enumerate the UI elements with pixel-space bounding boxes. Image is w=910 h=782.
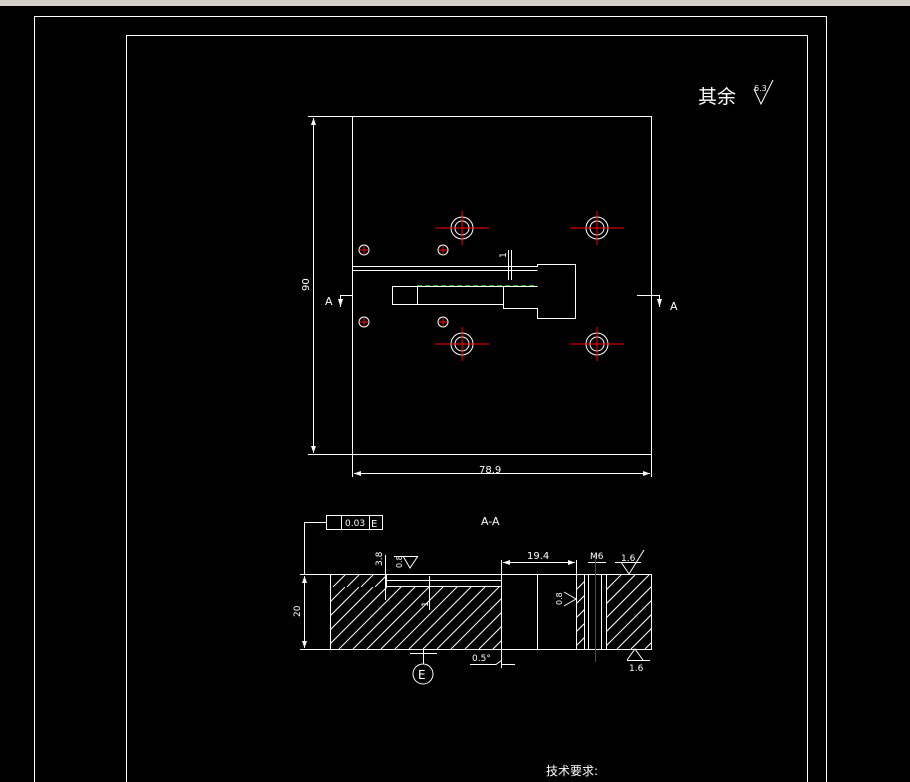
pin-hole bbox=[358, 316, 370, 328]
inner-border bbox=[126, 35, 808, 782]
datum-e-text: E bbox=[418, 668, 426, 682]
rough-16-top-text: 1.6 bbox=[621, 554, 636, 564]
dim-1-side-text: 1 bbox=[421, 601, 431, 607]
chamfer-leader bbox=[470, 659, 503, 665]
dim-38-text: 3.8 bbox=[375, 551, 385, 566]
tolerance-frame[interactable] bbox=[326, 515, 383, 530]
dim-90-text: 90 bbox=[301, 278, 312, 291]
plan-holes bbox=[358, 211, 624, 361]
section-mark-left: A bbox=[325, 295, 333, 308]
section-mark-right: A bbox=[670, 300, 678, 313]
arrow-194-left bbox=[503, 560, 510, 565]
dim-m6-text: M6 bbox=[590, 552, 604, 562]
dim-20-text: 20 bbox=[293, 605, 303, 617]
section-mark-right-line bbox=[637, 295, 660, 307]
arrow-20-bot bbox=[302, 641, 307, 648]
counterbore-hole bbox=[435, 211, 489, 245]
pin-hole bbox=[437, 316, 449, 328]
counterbore-hole bbox=[435, 327, 489, 361]
section-body bbox=[330, 574, 652, 650]
pin-hole bbox=[437, 244, 449, 256]
rough-08b-text: 0.8 bbox=[555, 592, 564, 605]
arrow-789-left bbox=[354, 471, 361, 476]
section-hatching bbox=[331, 575, 651, 649]
counterbore-hole bbox=[570, 327, 624, 361]
tolerance-value: 0.03 bbox=[345, 519, 365, 529]
dim-194-text: 19.4 bbox=[527, 551, 549, 562]
arrow-90-bot bbox=[311, 446, 316, 453]
rough-08b-symbol bbox=[563, 591, 577, 607]
dim-789-text: 78.9 bbox=[479, 465, 501, 476]
tolerance-leader bbox=[304, 522, 326, 574]
arrow-789-right bbox=[643, 471, 650, 476]
tolerance-datum: E bbox=[371, 519, 377, 530]
rough-08a-symbol bbox=[402, 555, 419, 569]
arrow-a-right bbox=[657, 299, 662, 307]
pin-hole bbox=[358, 244, 370, 256]
datum-e-circle[interactable] bbox=[412, 663, 434, 685]
chamfer-text: 0.5° bbox=[472, 654, 491, 664]
arrow-a-left bbox=[338, 299, 343, 307]
roughness-rest-label: 其余 bbox=[698, 86, 736, 108]
rough-bot-symbol bbox=[626, 648, 644, 661]
window-top-bar bbox=[0, 0, 910, 6]
rough-top-symbol bbox=[620, 549, 645, 575]
plan-plate bbox=[352, 116, 652, 455]
arrow-194-right bbox=[568, 560, 575, 565]
plan-slot bbox=[352, 264, 576, 319]
dim-1-plan-text: 1 bbox=[499, 252, 509, 258]
rough-rest-symbol bbox=[753, 79, 774, 106]
arrow-20-top bbox=[302, 576, 307, 583]
roughness-rest-value: 6.3 bbox=[754, 84, 767, 93]
rough-08a-text: 0.8 bbox=[395, 555, 404, 568]
tech-req-text: 技术要求: bbox=[546, 764, 598, 778]
arrow-90-top bbox=[311, 118, 316, 125]
rough-16-bot-text: 1.6 bbox=[629, 664, 644, 674]
section-title: A-A bbox=[481, 515, 500, 528]
outer-border bbox=[34, 16, 827, 782]
counterbore-hole bbox=[570, 211, 624, 245]
